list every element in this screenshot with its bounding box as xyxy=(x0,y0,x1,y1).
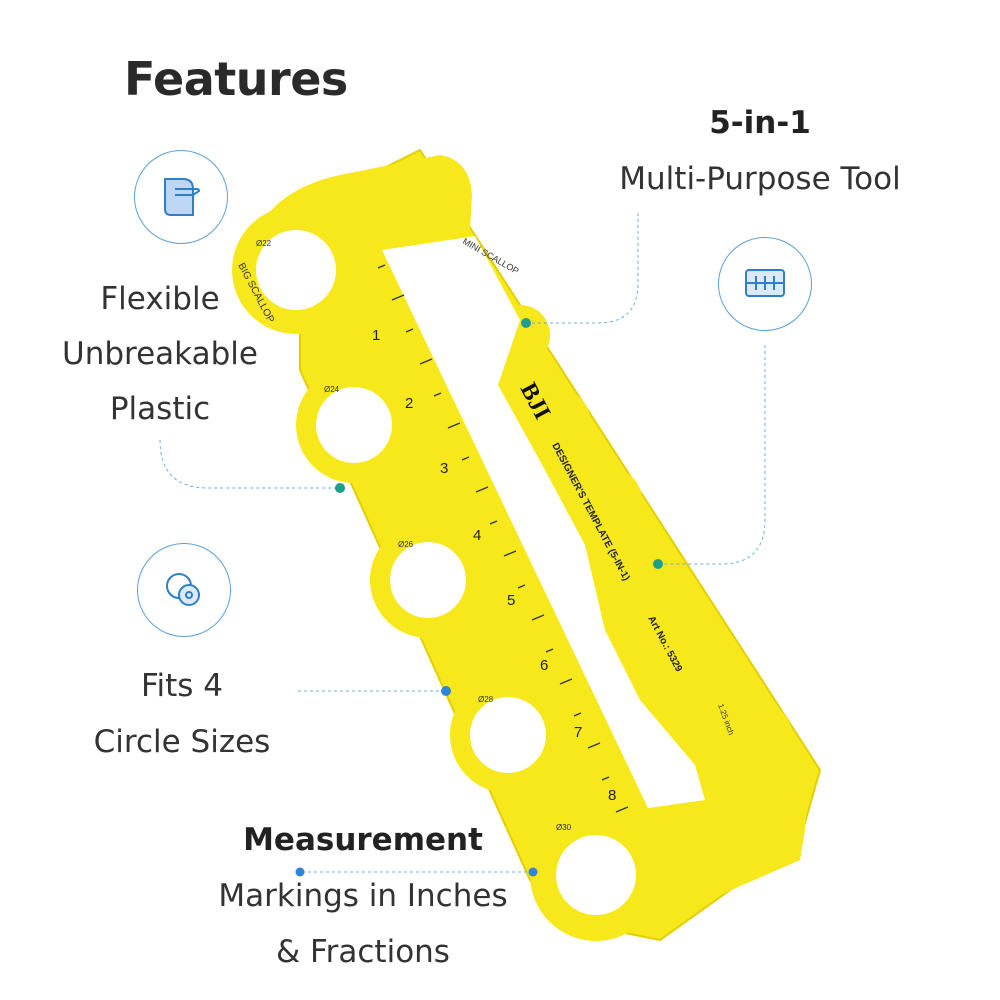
inch-mark: 6 xyxy=(540,657,548,674)
feature-line: Flexible xyxy=(100,281,220,317)
overlapping-circles-icon xyxy=(137,543,231,637)
connector-dot xyxy=(528,867,538,877)
circle-size-label: Ø26 xyxy=(398,540,414,549)
feature-multi-purpose: 5-in-1 Multi-Purpose Tool xyxy=(560,95,960,207)
inch-mark: 1 xyxy=(372,327,380,344)
feature-measurement: Measurement Markings in Inches & Fractio… xyxy=(168,812,558,980)
connector-dot xyxy=(441,686,451,696)
inch-mark: 4 xyxy=(473,527,481,544)
feature-title: Measurement xyxy=(243,822,483,858)
inch-mark: 3 xyxy=(440,460,448,477)
feature-line: Unbreakable xyxy=(62,336,258,372)
connector-dot xyxy=(653,559,663,569)
feature-line: Circle Sizes xyxy=(93,724,271,760)
ruler-ticks xyxy=(377,264,629,813)
feature-line: & Fractions xyxy=(276,934,450,970)
feature-line: Markings in Inches xyxy=(218,878,508,914)
inch-mark: 7 xyxy=(574,724,582,741)
inch-mark: 8 xyxy=(608,787,616,804)
connector-dot xyxy=(521,318,531,328)
feature-flexible: Flexible Unbreakable Plastic xyxy=(20,272,300,437)
feature-line: Plastic xyxy=(109,391,211,427)
circle-size-label: Ø22 xyxy=(256,239,272,248)
circle-size-label: Ø24 xyxy=(324,385,340,394)
ruler-body xyxy=(232,148,822,942)
inch-mark: 5 xyxy=(507,592,515,609)
inch-numbers: 1 2 3 4 5 6 7 8 xyxy=(372,327,616,804)
connector-dot xyxy=(335,483,345,493)
ruler-grid-icon xyxy=(718,237,812,331)
circle-size-labels: Ø22 Ø24 Ø26 Ø28 Ø30 xyxy=(256,239,572,832)
feature-line: Fits 4 xyxy=(140,668,224,704)
feature-subtitle: Multi-Purpose Tool xyxy=(619,161,901,197)
flexible-sheet-icon xyxy=(134,150,228,244)
feature-title: 5-in-1 xyxy=(709,105,811,141)
inch-mark: 2 xyxy=(405,395,413,412)
feature-circle-sizes: Fits 4 Circle Sizes xyxy=(42,658,322,770)
circle-size-label: Ø28 xyxy=(478,695,494,704)
connector-dot xyxy=(295,867,305,877)
page-title: Features xyxy=(124,52,348,106)
circle-size-label: Ø30 xyxy=(556,823,572,832)
connector-lines xyxy=(159,210,766,873)
